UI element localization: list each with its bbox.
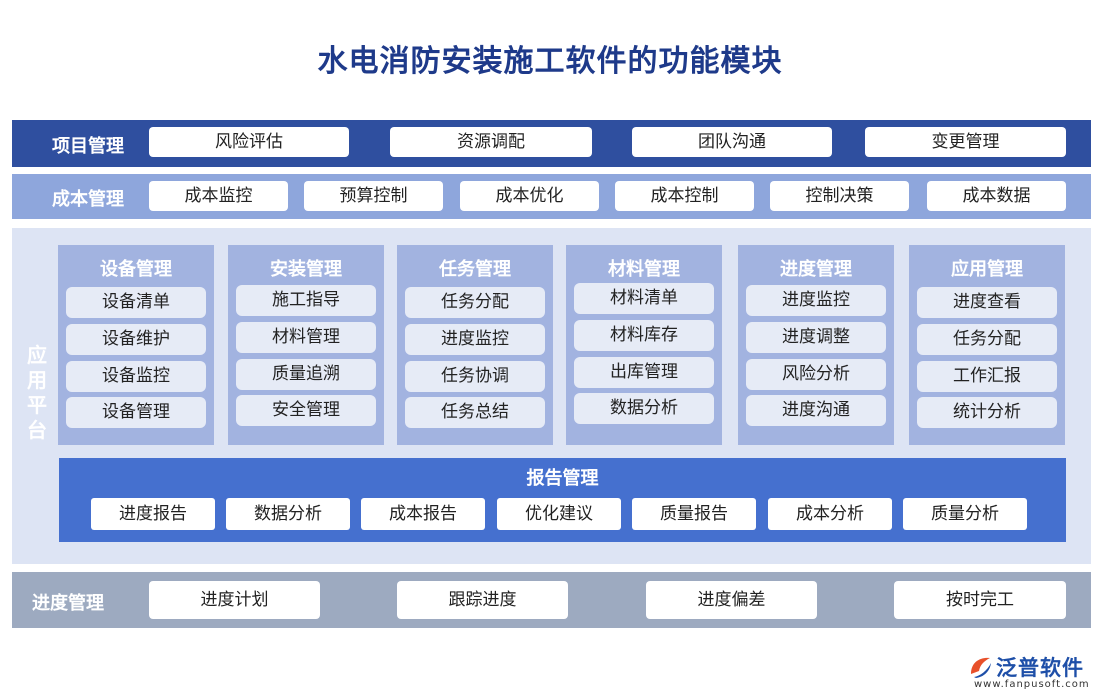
module-item: 任务总结 (405, 397, 545, 428)
module-material: 材料管理 材料清单 材料库存 出库管理 数据分析 (566, 245, 722, 445)
fanpu-logo-icon (971, 657, 991, 678)
module-item: 任务分配 (917, 324, 1057, 355)
application-platform-label: 应用平台 (27, 343, 47, 442)
module-item: 材料管理 (236, 322, 376, 353)
cost-item: 成本数据 (927, 181, 1066, 211)
report-item: 质量分析 (903, 498, 1027, 530)
cost-management-band: 成本管理 成本监控 预算控制 成本优化 成本控制 控制决策 成本数据 (12, 174, 1091, 219)
module-task: 任务管理 任务分配 进度监控 任务协调 任务总结 (397, 245, 553, 445)
module-item: 进度监控 (746, 285, 886, 316)
report-item: 质量报告 (632, 498, 756, 530)
cost-item: 预算控制 (304, 181, 443, 211)
report-management: 报告管理 进度报告 数据分析 成本报告 优化建议 质量报告 成本分析 质量分析 (59, 458, 1066, 542)
module-item: 设备管理 (66, 397, 206, 428)
project-item: 资源调配 (390, 127, 592, 157)
logo-url: www.fanpusoft.com (974, 679, 1090, 690)
module-item: 进度沟通 (746, 395, 886, 426)
report-item: 成本报告 (361, 498, 485, 530)
module-item: 任务协调 (405, 361, 545, 392)
project-item: 团队沟通 (632, 127, 832, 157)
module-item: 任务分配 (405, 287, 545, 318)
logo-name: 泛普软件 (996, 656, 1084, 680)
module-item: 风险分析 (746, 359, 886, 390)
cost-item: 成本控制 (615, 181, 754, 211)
module-item: 进度查看 (917, 287, 1057, 318)
module-title: 材料管理 (608, 259, 680, 280)
cost-item: 成本优化 (460, 181, 599, 211)
module-title: 设备管理 (100, 259, 172, 280)
module-progress: 进度管理 进度监控 进度调整 风险分析 进度沟通 (738, 245, 894, 445)
cost-item: 成本监控 (149, 181, 288, 211)
progress-item: 进度偏差 (646, 581, 817, 619)
report-management-title: 报告管理 (526, 468, 599, 489)
progress-management-label: 进度管理 (32, 593, 104, 614)
application-platform: 应用平台 设备管理 设备清单 设备维护 设备监控 设备管理 安装管理 施工指导 … (12, 228, 1091, 564)
report-item: 进度报告 (91, 498, 215, 530)
module-item: 设备监控 (66, 361, 206, 392)
module-item: 进度调整 (746, 322, 886, 353)
module-item: 统计分析 (917, 397, 1057, 428)
page-title: 水电消防安装施工软件的功能模块 (317, 44, 783, 79)
progress-management-band: 进度管理 进度计划 跟踪进度 进度偏差 按时完工 (12, 572, 1091, 628)
module-item: 进度监控 (405, 324, 545, 355)
cost-item: 控制决策 (770, 181, 909, 211)
project-item: 风险评估 (149, 127, 349, 157)
module-item: 质量追溯 (236, 359, 376, 390)
project-management-band: 项目管理 风险评估 资源调配 团队沟通 变更管理 (12, 120, 1091, 167)
module-item: 材料库存 (574, 320, 714, 351)
module-title: 安装管理 (270, 259, 342, 280)
cost-management-label: 成本管理 (52, 189, 124, 210)
report-item: 数据分析 (226, 498, 350, 530)
report-item: 优化建议 (497, 498, 621, 530)
module-item: 安全管理 (236, 395, 376, 426)
module-equipment: 设备管理 设备清单 设备维护 设备监控 设备管理 (58, 245, 214, 445)
project-management-label: 项目管理 (52, 136, 124, 157)
module-title: 任务管理 (439, 259, 511, 280)
project-item: 变更管理 (865, 127, 1066, 157)
module-item: 施工指导 (236, 285, 376, 316)
progress-item: 按时完工 (894, 581, 1066, 619)
progress-item: 跟踪进度 (397, 581, 568, 619)
progress-item: 进度计划 (149, 581, 320, 619)
module-application: 应用管理 进度查看 任务分配 工作汇报 统计分析 (909, 245, 1065, 445)
fanpu-logo: 泛普软件 www.fanpusoft.com (968, 652, 1092, 696)
module-title: 进度管理 (780, 259, 852, 280)
module-title: 应用管理 (951, 259, 1023, 280)
report-item: 成本分析 (768, 498, 892, 530)
module-item: 设备维护 (66, 324, 206, 355)
module-item: 出库管理 (574, 357, 714, 388)
module-item: 数据分析 (574, 393, 714, 424)
module-item: 设备清单 (66, 287, 206, 318)
module-item: 材料清单 (574, 283, 714, 314)
module-installation: 安装管理 施工指导 材料管理 质量追溯 安全管理 (228, 245, 384, 445)
module-item: 工作汇报 (917, 361, 1057, 392)
